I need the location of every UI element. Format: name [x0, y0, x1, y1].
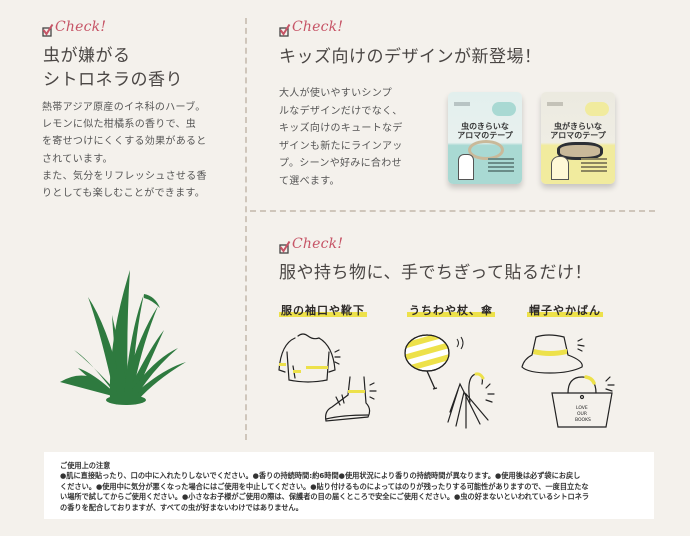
text-line: りとしても楽しむことができます。	[42, 188, 205, 200]
usage-notice-box: ご使用上の注意 ●肌に直接貼ったり、口の中に入れたりしないでください。●香りの持…	[44, 452, 654, 519]
notice-line: ●肌に直接貼ったり、口の中に入れたりしないでください。●香りの持続時間:約6時間…	[60, 471, 581, 480]
text-line: 熱帯アジア原産のイネ科のハーブ。	[42, 102, 206, 113]
tape-roll	[557, 142, 603, 160]
check-badge-kids: Check!	[279, 19, 344, 37]
feature-list	[581, 158, 607, 160]
pack-title-line1: 虫がきらいな	[554, 122, 602, 131]
brand-mark	[547, 102, 563, 106]
scent-heading-line1: 虫が嫌がる	[43, 46, 131, 66]
check-label: Check!	[292, 19, 344, 35]
product-pack-yellow: 虫がきらいな アロマのテープ	[541, 92, 615, 184]
notice-line: い場所で試してからご使用ください。●小さなお子様がご使用の際は、保護者の目の届く…	[60, 492, 590, 501]
tote-bag-icon: LOVE OUR BOOKS	[550, 375, 620, 434]
pack-title-line1: 虫のきらいな	[461, 122, 509, 131]
text-line: ザインも新たにラインアッ	[279, 140, 403, 152]
text-line: て選べます。	[279, 175, 340, 187]
check-label: Check!	[292, 236, 344, 252]
scent-description: 熱帯アジア原産のイネ科のハーブ。 レモンに似た柑橘系の香りで、虫 を寄せつけにく…	[42, 99, 242, 202]
feature-list	[488, 158, 514, 160]
checkbox-icon	[42, 22, 54, 37]
text-line: また、気分をリフレッシュさせる香	[42, 170, 207, 182]
pack-title: 虫がきらいな アロマのテープ	[543, 122, 613, 140]
check-label: Check!	[55, 19, 107, 35]
text-line: されています。	[42, 153, 113, 165]
notice-title: ご使用上の注意	[60, 461, 111, 470]
product-pack-mint: 虫のきらいな アロマのテープ	[448, 92, 522, 184]
usage-label: 帽子やかばん	[527, 304, 603, 317]
umbrella-icon	[440, 372, 500, 436]
usage-label-clothes: 服の袖口や靴下	[279, 299, 367, 318]
sneaker-icon	[322, 375, 382, 429]
kids-heading: キッズ向けのデザインが新登場！	[279, 47, 542, 67]
pack-title-line2: アロマのテープ	[457, 131, 513, 140]
lemongrass-icon	[60, 270, 190, 410]
horizontal-dashed-divider	[250, 210, 655, 212]
kid-figure	[458, 154, 474, 180]
svg-text:BOOKS: BOOKS	[575, 417, 591, 423]
notice-line: ください。●使用中に気分が悪くなった場合にはご使用を中止してください。●貼り付け…	[60, 481, 589, 491]
hat-icon	[520, 333, 590, 382]
kids-description: 大人が使いやすいシンプ ルなデザインだけでなく、 キッズ向けのキュートなデ ザイ…	[279, 85, 439, 190]
tape-roll	[468, 140, 504, 160]
usage-label: うちわや杖、傘	[407, 304, 495, 317]
fan-icon	[403, 333, 473, 397]
vertical-dashed-divider	[245, 18, 247, 440]
text-line: キッズ向けのキュートなデ	[279, 123, 403, 134]
text-line: 大人が使いやすいシンプ	[279, 88, 392, 99]
check-badge-scent: Check!	[42, 19, 107, 37]
pack-title-line2: アロマのテープ	[550, 131, 606, 140]
pack-title: 虫のきらいな アロマのテープ	[450, 122, 520, 140]
svg-text:OUR: OUR	[577, 411, 587, 417]
check-badge-usage: Check!	[279, 236, 344, 254]
usage-label-fan: うちわや杖、傘	[407, 299, 495, 318]
brand-mark	[454, 102, 470, 106]
text-line: を寄せつけにくくする効果があると	[42, 136, 207, 148]
scent-heading: 虫が嫌がる シトロネラの香り	[43, 44, 183, 92]
usage-label-hat: 帽子やかばん	[527, 299, 603, 318]
cloud-badge	[585, 102, 609, 116]
checkbox-icon	[279, 239, 291, 254]
text-line: ルなデザインだけでなく、	[279, 105, 403, 117]
kid-figure	[551, 156, 569, 180]
usage-heading: 服や持ち物に、手でちぎって貼るだけ！	[279, 263, 592, 283]
scent-heading-line2: シトロネラの香り	[43, 70, 183, 90]
cloud-badge	[492, 102, 516, 116]
usage-label: 服の袖口や靴下	[279, 304, 367, 317]
svg-text:LOVE: LOVE	[576, 405, 588, 411]
notice-body: ●肌に直接貼ったり、口の中に入れたりしないでください。●香りの持続時間:約6時間…	[60, 471, 644, 513]
text-line: プ。シーンや好みに合わせ	[279, 158, 402, 169]
sweater-icon	[273, 330, 343, 389]
checkbox-icon	[279, 22, 291, 37]
notice-line: の香りを配合しておりますが、すべての虫が好まないわけではありません。	[60, 502, 303, 512]
text-line: レモンに似た柑橘系の香りで、虫	[42, 119, 197, 131]
